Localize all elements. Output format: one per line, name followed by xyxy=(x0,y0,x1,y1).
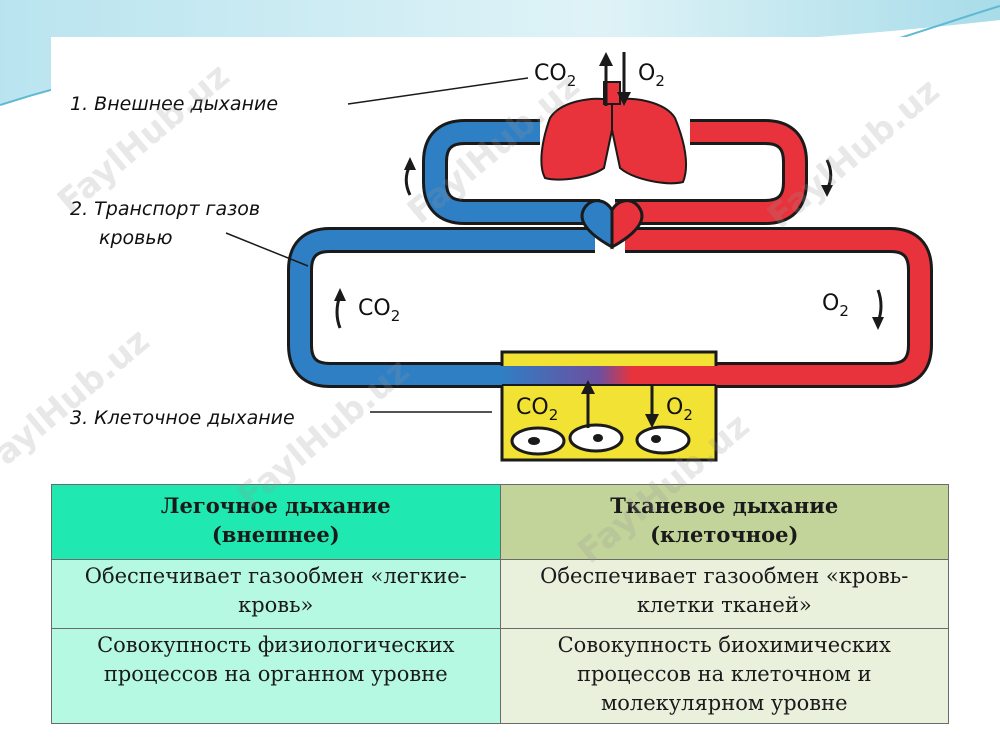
table-header-row: Легочное дыхание (внешнее) Тканевое дыха… xyxy=(51,484,949,560)
table-cell: Совокупность физиологических процессов н… xyxy=(51,628,501,724)
tissue-co2-label: CO2 xyxy=(516,395,558,424)
table-row: Совокупность физиологических процессов н… xyxy=(51,628,949,724)
pulmonary-artery-venous-fill xyxy=(425,122,600,222)
header-pulmonary-respiration: Легочное дыхание (внешнее) xyxy=(51,484,501,560)
lungs-o2-label: O2 xyxy=(638,61,665,90)
respiration-diagram: CO2 O2 CO2 O2 CO2 O2 1. Внешнее xyxy=(70,52,933,462)
tissue-co2-up-arrow xyxy=(581,380,595,428)
systemic-artery-arterial-fill xyxy=(625,230,930,385)
label-blood-transport-line1: 2. Транспорт газов xyxy=(70,198,260,220)
lungs-co2-label: CO2 xyxy=(534,61,576,90)
venous-co2-label: CO2 xyxy=(358,296,400,325)
label-blood-transport-line2: кровью xyxy=(99,227,173,249)
top-wave-line-right xyxy=(899,5,1000,39)
top-wave-decoration xyxy=(0,0,1000,105)
arterial-o2-down-arrow xyxy=(872,289,884,330)
lungs-o2-down-arrow xyxy=(617,52,631,106)
table-cell: Обеспечивает газообмен «легкие- кровь» xyxy=(51,559,501,629)
arterial-o2-label: O2 xyxy=(822,291,849,320)
label-external-respiration: 1. Внешнее дыхание xyxy=(70,93,278,115)
lungs xyxy=(540,81,688,185)
flow-arrow-down-right xyxy=(821,159,833,197)
leader-line-transport xyxy=(225,232,309,267)
header-tissue-respiration: Тканевое дыхание (клеточное) xyxy=(499,484,949,560)
label-cellular-respiration: 3. Клеточное дыхание xyxy=(70,407,295,429)
cell-1 xyxy=(510,426,566,456)
table-cell: Совокупность биохимических процессов на … xyxy=(499,628,949,724)
venous-co2-up-arrow xyxy=(334,288,346,329)
capillary-bed-overlay xyxy=(500,366,720,385)
leader-line-external xyxy=(347,77,529,105)
tissue-o2-label: O2 xyxy=(666,395,693,424)
heart xyxy=(580,199,644,250)
lungs-co2-up-arrow xyxy=(599,52,613,106)
systemic-vein-venous-fill xyxy=(290,230,595,385)
table-cell: Обеспечивает газообмен «кровь- клетки тк… xyxy=(499,559,949,629)
tissue-o2-down-arrow xyxy=(645,384,659,428)
flow-arrow-up-left xyxy=(404,157,416,196)
comparison-table: Легочное дыхание (внешнее) Тканевое дыха… xyxy=(51,484,949,724)
cell-2 xyxy=(568,423,624,453)
cell-3 xyxy=(635,425,691,455)
table-row: Обеспечивает газообмен «легкие- кровь» О… xyxy=(51,559,949,629)
content-panel xyxy=(51,37,949,477)
pulmonary-vein-arterial-fill xyxy=(615,122,805,222)
